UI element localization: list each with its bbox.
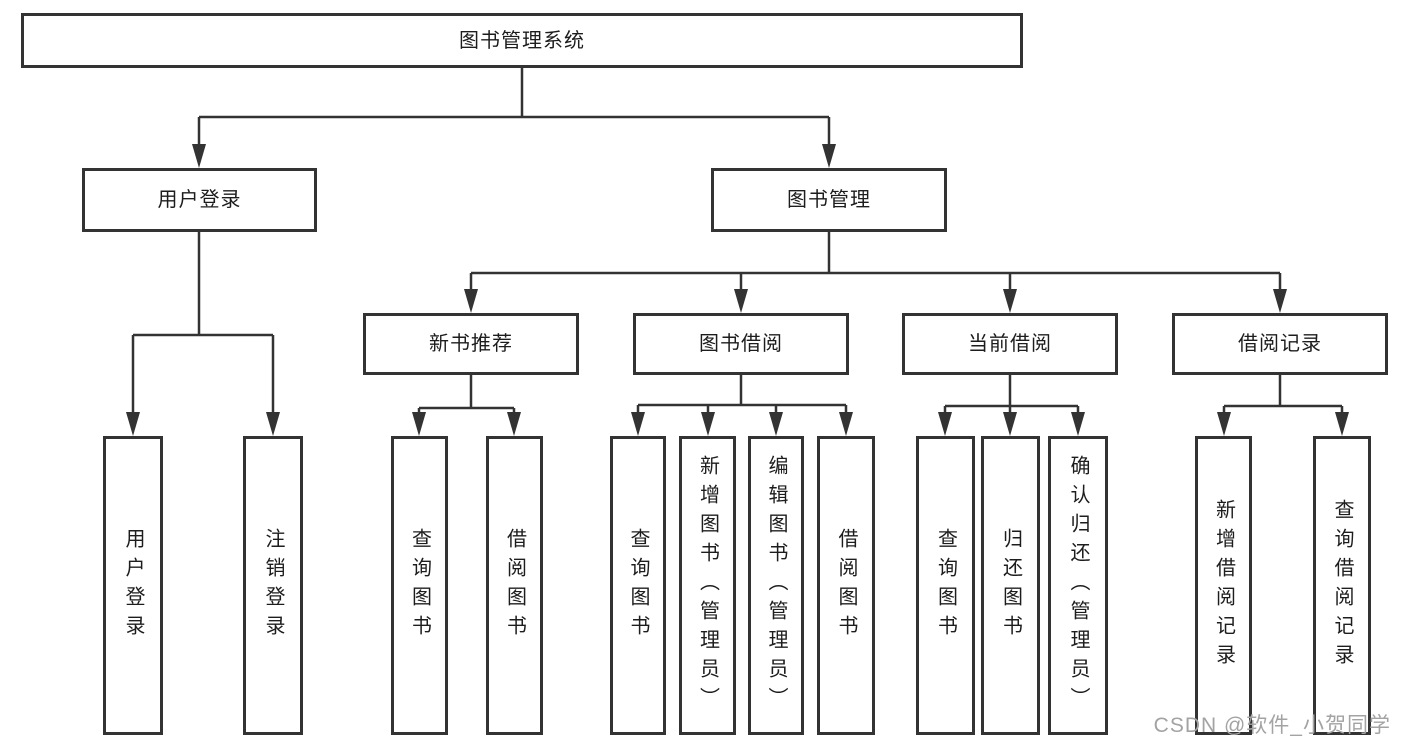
leaf-newbook-borrow-books: 借阅图书: [486, 436, 543, 735]
node-library-management-system: 图书管理系统: [21, 13, 1023, 68]
leaf-borrow-add-books-admin: 新增图书（管理员）: [679, 436, 736, 735]
node-borrow-records: 借阅记录: [1172, 313, 1388, 375]
leaf-user-login: 用户登录: [103, 436, 163, 735]
node-book-management: 图书管理: [711, 168, 947, 232]
leaf-borrow-query-books: 查询图书: [610, 436, 666, 735]
leaf-current-confirm-return-admin: 确认归还（管理员）: [1048, 436, 1108, 735]
arrowheads: [126, 144, 1349, 436]
leaf-records-add-record: 新增借阅记录: [1195, 436, 1252, 735]
node-book-borrow: 图书借阅: [633, 313, 849, 375]
leaf-current-query-books: 查询图书: [916, 436, 975, 735]
node-new-book-recommend: 新书推荐: [363, 313, 579, 375]
leaf-logout-login: 注销登录: [243, 436, 303, 735]
node-current-borrow: 当前借阅: [902, 313, 1118, 375]
node-user-login: 用户登录: [82, 168, 317, 232]
leaf-borrow-edit-books-admin: 编辑图书（管理员）: [748, 436, 804, 735]
leaf-records-query-record: 查询借阅记录: [1313, 436, 1371, 735]
leaf-borrow-borrow-books: 借阅图书: [817, 436, 875, 735]
leaf-newbook-query-books: 查询图书: [391, 436, 448, 735]
leaf-current-return-books: 归还图书: [981, 436, 1040, 735]
